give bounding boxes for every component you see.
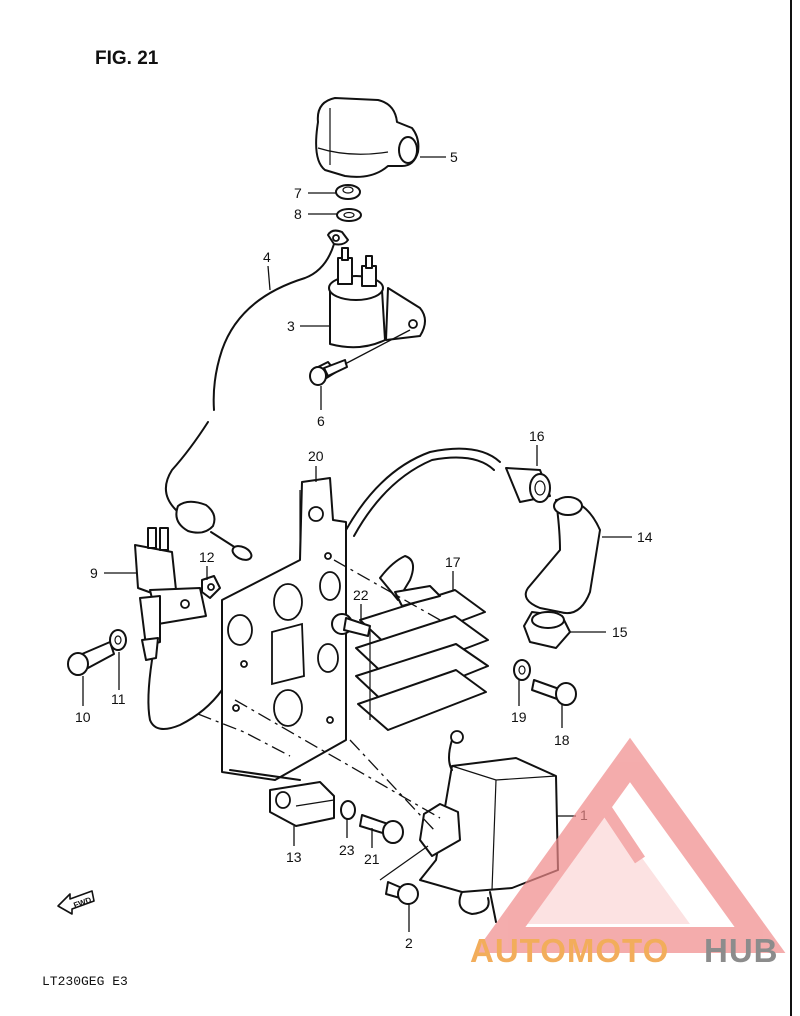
model-code: LT230GEG E3 (42, 974, 128, 989)
cdi-unit[interactable] (419, 730, 559, 923)
lead-wire-boot[interactable] (175, 500, 216, 534)
starter-relay[interactable] (328, 247, 426, 349)
leader-4 (267, 265, 271, 291)
cover-grommet[interactable] (505, 467, 551, 503)
regulator-bolt-upper[interactable] (331, 613, 371, 637)
callout-9: 9 (90, 565, 98, 581)
callout-11: 11 (111, 691, 126, 707)
callout-12: 12 (199, 549, 215, 565)
callout-22: 22 (353, 587, 369, 603)
lead-wire[interactable] (212, 243, 335, 411)
callout-13: 13 (286, 849, 302, 865)
callout-16: 16 (529, 428, 545, 444)
battery-lead-terminal[interactable] (327, 229, 349, 246)
breather-hose[interactable] (524, 498, 601, 614)
lead-wire-lower[interactable] (165, 421, 209, 511)
washer-hole (518, 665, 526, 675)
regulator-bolt-lower[interactable] (531, 679, 577, 706)
bracket-bolt[interactable] (359, 814, 404, 844)
regulator-harness[interactable] (345, 447, 501, 531)
lead-wire-end (210, 531, 237, 549)
callout-2: 2 (405, 935, 413, 951)
watermark-logo-icon (474, 737, 786, 953)
bracket-link-line (229, 769, 301, 781)
washer-hole (114, 635, 122, 645)
callout-20: 20 (308, 448, 324, 464)
starter-relay-cap[interactable] (315, 97, 420, 178)
mounting-bracket[interactable] (221, 477, 347, 781)
callout-17: 17 (445, 554, 461, 570)
hose-end (553, 496, 583, 516)
regulator-rectifier[interactable] (355, 555, 489, 731)
callout-5: 5 (450, 149, 458, 165)
regulator-washer[interactable] (513, 659, 531, 681)
callout-10: 10 (75, 709, 91, 725)
bracket-washer[interactable] (340, 800, 356, 820)
callout-6: 6 (317, 413, 325, 429)
watermark-brand: AUTOMOTO (470, 932, 669, 969)
assembly-line (379, 845, 429, 881)
coil-nut[interactable] (201, 575, 221, 599)
regulator-harness-2 (353, 456, 495, 537)
relay-mount-bolt[interactable] (309, 359, 348, 386)
assembly-line (197, 713, 291, 757)
callout-4: 4 (263, 249, 271, 265)
assembly-line (349, 739, 437, 833)
cdi-mount-screw[interactable] (385, 881, 419, 905)
coil-washer[interactable] (109, 629, 127, 651)
callout-7: 7 (294, 185, 302, 201)
small-bracket[interactable] (269, 781, 335, 827)
hose-cap[interactable] (523, 611, 571, 649)
callout-21: 21 (364, 851, 380, 867)
ignition-coil[interactable] (134, 527, 207, 661)
figure-title: FIG. 21 (95, 48, 159, 69)
callout-15: 15 (612, 624, 628, 640)
callout-8: 8 (294, 206, 302, 222)
callout-3: 3 (287, 318, 295, 334)
high-tension-cord[interactable] (147, 659, 223, 730)
assembly-line (333, 559, 441, 621)
callout-18: 18 (554, 732, 570, 748)
forward-arrow-icon: FWD (57, 890, 95, 915)
callout-14: 14 (637, 529, 653, 545)
nut[interactable] (335, 184, 361, 200)
assembly-line (234, 699, 441, 819)
watermark-brand-suffix: HUB (704, 932, 779, 969)
bolt-alignment-line (344, 329, 411, 365)
callout-19: 19 (511, 709, 527, 725)
callout-23: 23 (339, 842, 355, 858)
ground-terminal[interactable] (230, 543, 253, 562)
coil-bolt[interactable] (67, 641, 115, 676)
washer[interactable] (336, 208, 362, 222)
